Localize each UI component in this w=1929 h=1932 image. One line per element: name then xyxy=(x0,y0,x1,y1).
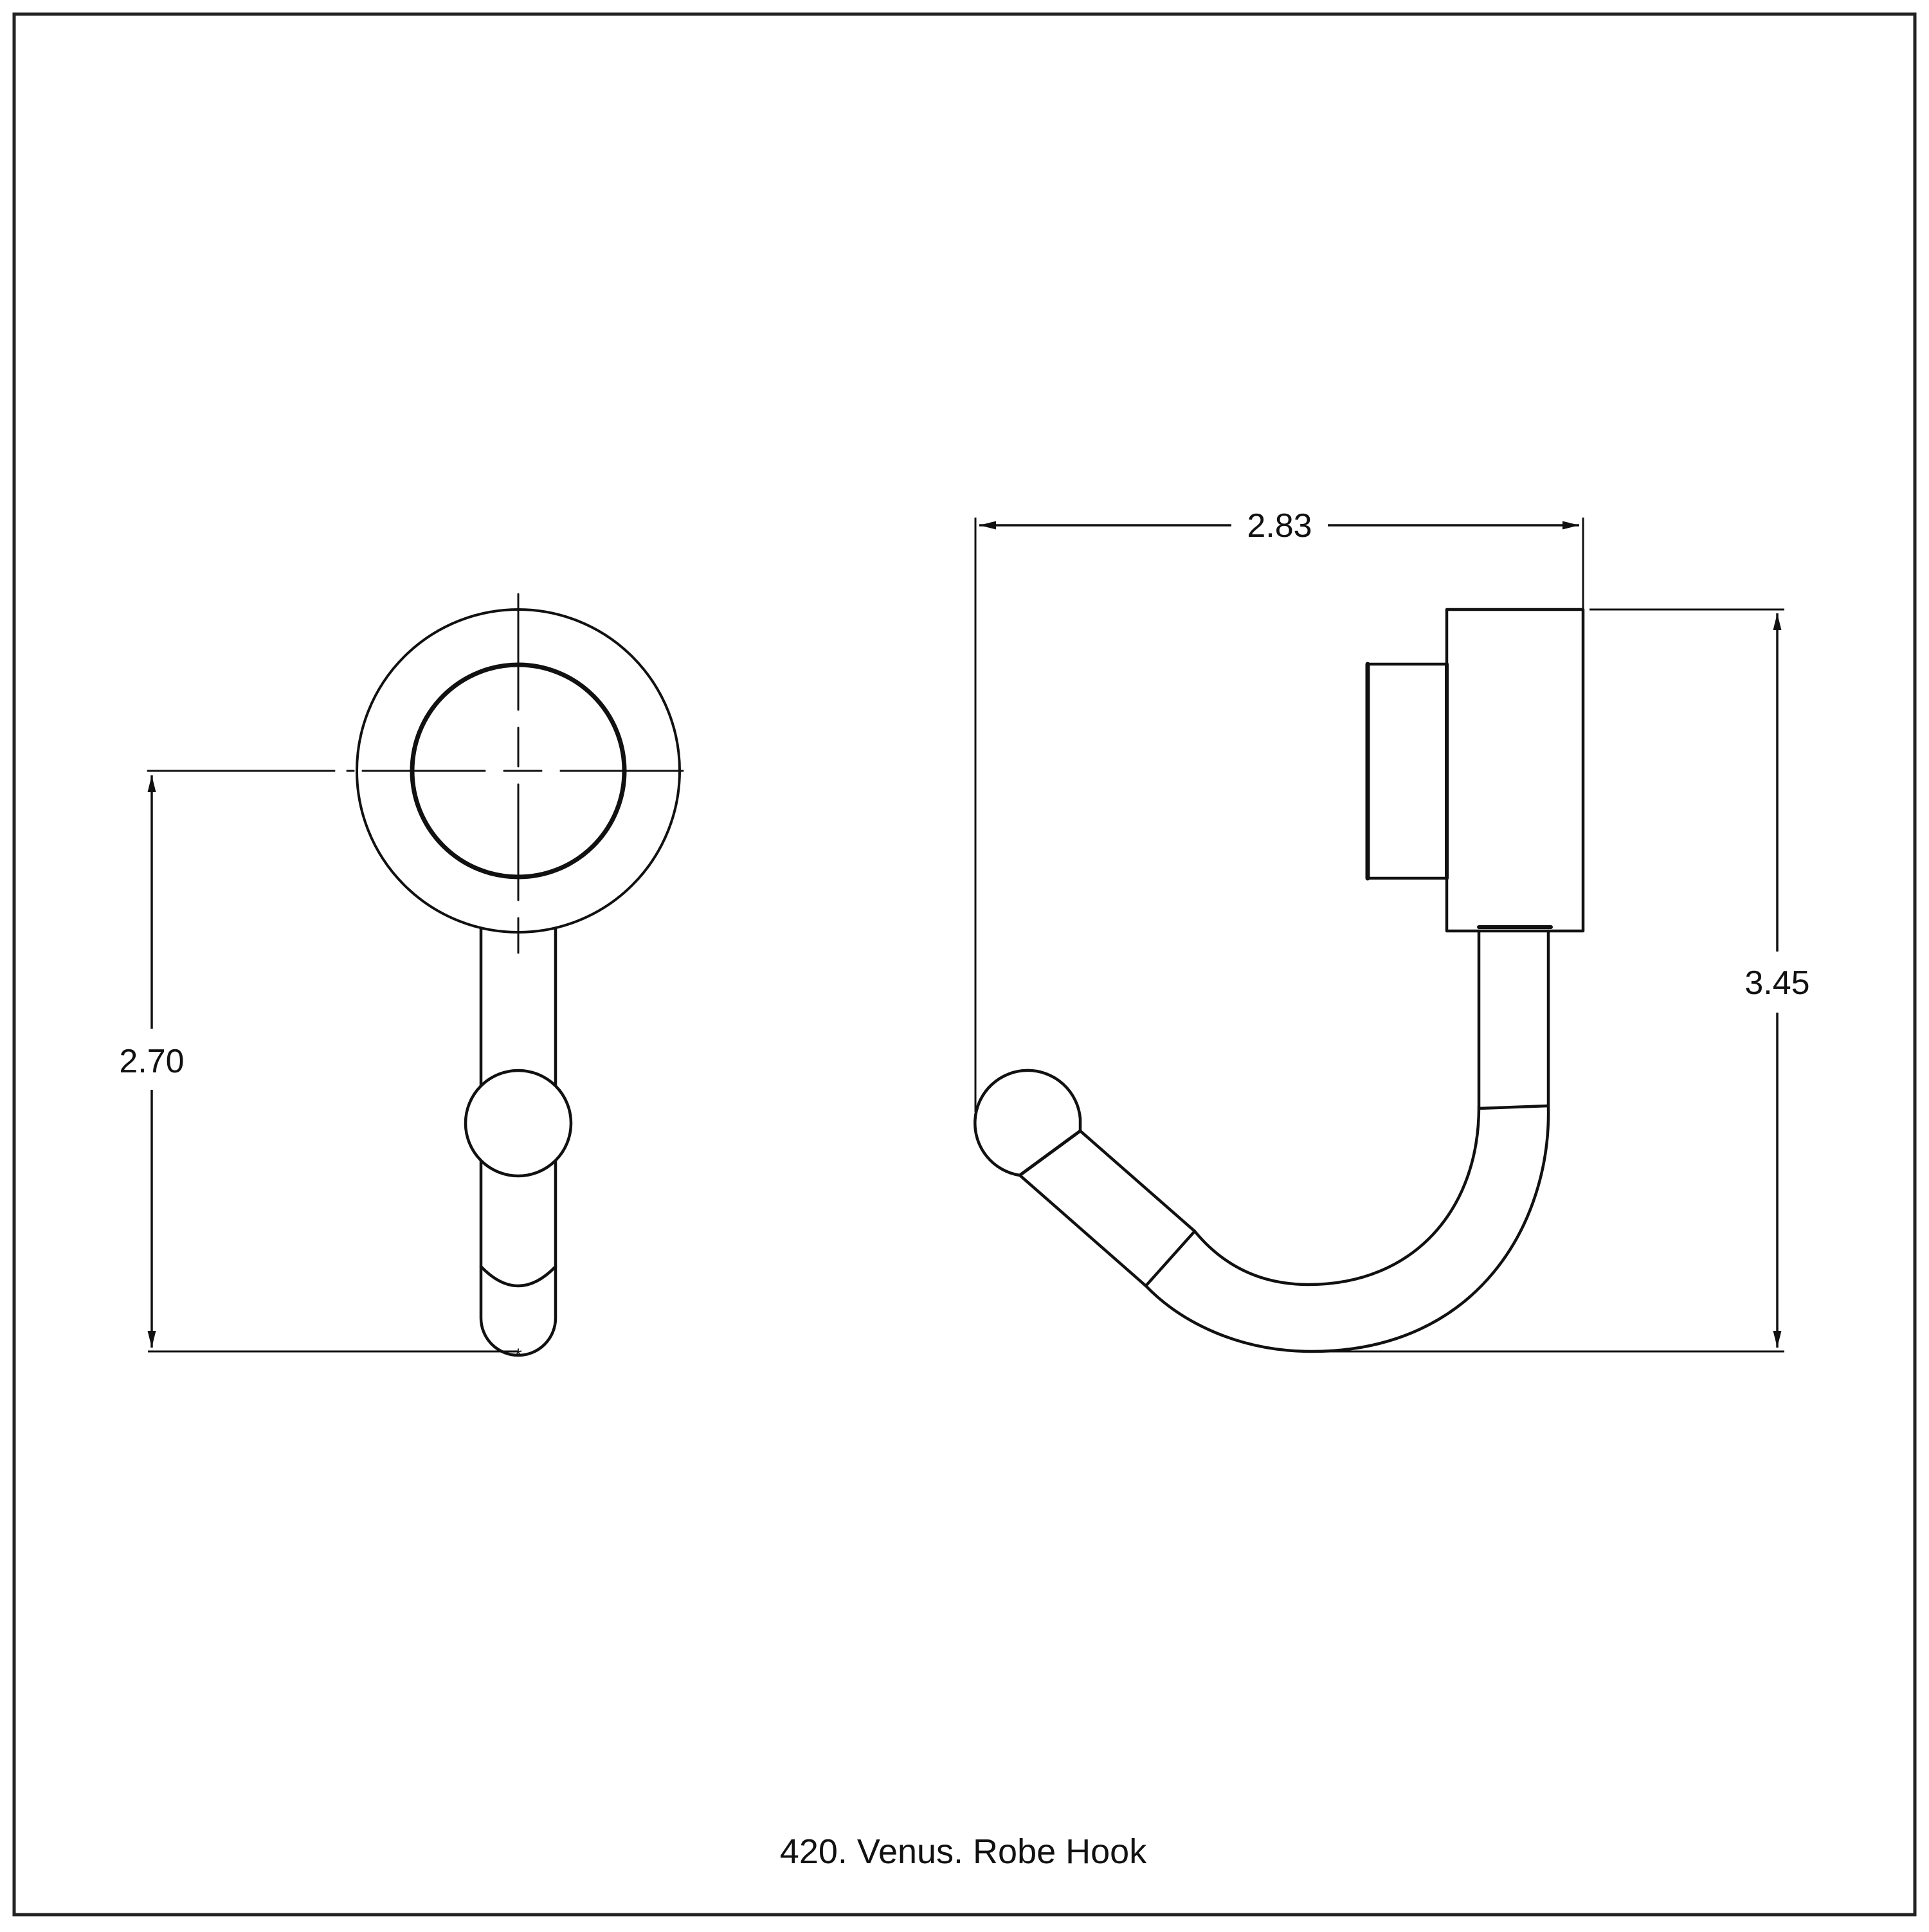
side-ball-end xyxy=(974,1069,1082,1177)
side-backplate xyxy=(1445,608,1585,933)
side-view xyxy=(974,608,1585,1353)
front-stem-cap-line xyxy=(479,1265,557,1288)
drawing-title: 420. Venus. Robe Hook xyxy=(780,1832,1147,1871)
side-diagonal-lower-edge xyxy=(1018,1173,1148,1288)
side-diagonal-upper-edge xyxy=(1078,1129,1197,1233)
dimension-side-height xyxy=(1312,608,1784,1353)
front-ball-knob xyxy=(464,1069,573,1178)
front-base-marker: * xyxy=(514,1345,522,1366)
dimension-label-side-height: 3.45 xyxy=(1744,964,1809,1002)
dimension-label-side-depth: 2.83 xyxy=(1247,507,1312,545)
side-arm-seam-lower xyxy=(1144,1229,1197,1288)
side-hook-inner-curve xyxy=(1193,1105,1481,1286)
dimension-label-front-height: 2.70 xyxy=(119,1043,184,1080)
side-ball-joint-line xyxy=(1018,1129,1082,1177)
front-view: * xyxy=(147,586,703,1366)
drawing-frame xyxy=(12,12,1917,1917)
dimension-front-height xyxy=(147,775,518,1353)
side-arm-seam-upper xyxy=(1477,1104,1550,1110)
front-stem xyxy=(479,924,557,1357)
side-hook-outer-curve xyxy=(1144,1105,1550,1353)
dimension-side-depth xyxy=(974,518,1584,1112)
side-rosette-profile xyxy=(1366,662,1449,880)
